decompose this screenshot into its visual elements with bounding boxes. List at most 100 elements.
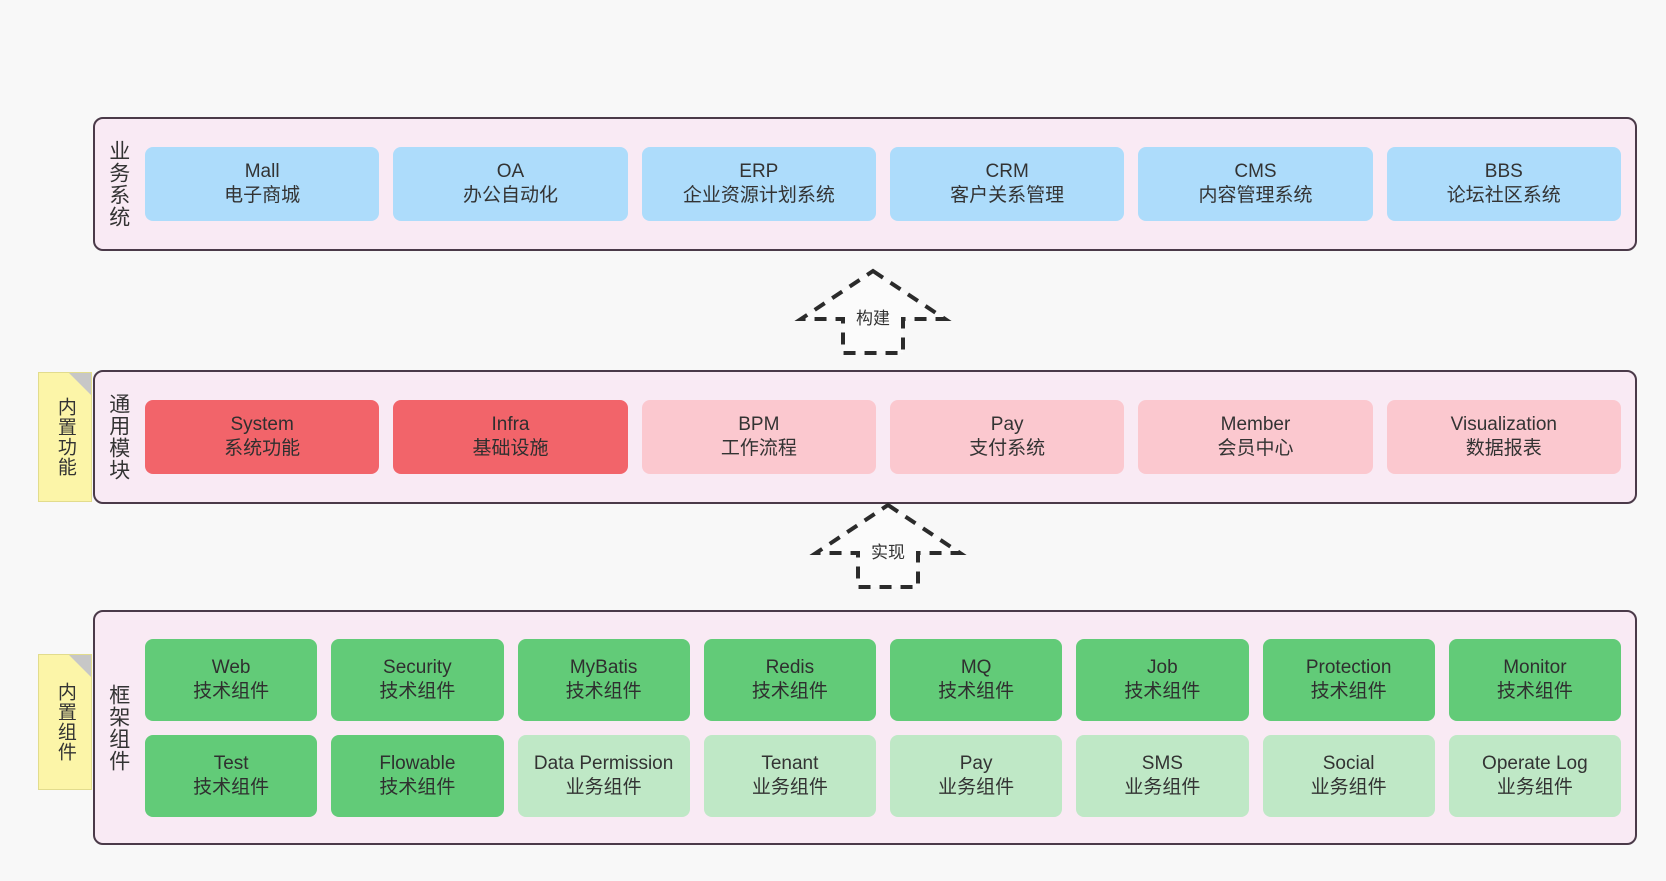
- card-subtitle: 工作流程: [720, 438, 797, 459]
- card-title: SMS: [1141, 752, 1183, 774]
- card-title: Protection: [1305, 656, 1392, 678]
- card-subtitle: 技术组件: [1496, 680, 1573, 702]
- card-title: OA: [496, 161, 525, 183]
- card-subtitle: 技术组件: [193, 776, 270, 798]
- card-subtitle: 技术组件: [379, 776, 456, 798]
- card-title: Security: [383, 656, 452, 678]
- card-subtitle: 支付系统: [969, 438, 1046, 459]
- card-title: Monitor: [1503, 656, 1567, 678]
- card-title: Visualization: [1450, 414, 1557, 436]
- build-arrow-label: 构建: [856, 309, 890, 328]
- card-subtitle: 业务组件: [938, 776, 1015, 798]
- card-title: BPM: [738, 414, 780, 436]
- card-subtitle: 基础设施: [472, 438, 549, 459]
- card-title: ERP: [739, 161, 779, 183]
- card-title: Member: [1220, 414, 1291, 436]
- card-title: Redis: [765, 656, 815, 678]
- card-subtitle: 技术组件: [1310, 680, 1387, 702]
- card-subtitle: 会员中心: [1217, 438, 1294, 459]
- card-title: MQ: [960, 656, 992, 678]
- card-title: Test: [213, 752, 249, 774]
- card-subtitle: 业务组件: [1496, 776, 1573, 798]
- build-arrow: 构建: [794, 267, 952, 357]
- card-title: Operate Log: [1482, 752, 1588, 774]
- card-title: CMS: [1234, 161, 1277, 183]
- implement-arrow: 实现: [809, 501, 967, 591]
- card-subtitle: 业务组件: [1124, 776, 1201, 798]
- card-subtitle: 客户关系管理: [950, 185, 1065, 206]
- card-title: Pay: [959, 752, 993, 774]
- card-subtitle: 数据报表: [1465, 438, 1542, 459]
- build-arrow-shape: [794, 268, 952, 355]
- card-title: Social: [1322, 752, 1375, 774]
- layer-title-business-system: 业务系统: [106, 140, 130, 228]
- card-title: Mall: [244, 161, 280, 183]
- card-subtitle: 论坛社区系统: [1446, 185, 1561, 206]
- card-title: Infra: [491, 414, 530, 436]
- card-subtitle: 系统功能: [224, 438, 301, 459]
- layer-title-common-module: 通用模块: [106, 393, 130, 481]
- card-title: System: [230, 414, 294, 436]
- builtin-components-note: 内置组件: [38, 654, 92, 790]
- card-subtitle: 技术组件: [193, 680, 270, 702]
- card-title: CRM: [985, 161, 1029, 183]
- card-subtitle: 业务组件: [751, 776, 828, 798]
- card-title: Job: [1147, 656, 1178, 678]
- implement-arrow-shape: [809, 502, 967, 589]
- card-subtitle: 办公自动化: [462, 185, 558, 206]
- layer-title-framework-component: 框架组件: [106, 683, 130, 772]
- card-subtitle: 业务组件: [565, 776, 642, 798]
- implement-arrow-label: 实现: [871, 543, 905, 562]
- card-subtitle: 技术组件: [379, 680, 456, 702]
- card-title: Flowable: [379, 752, 456, 774]
- card-title: Tenant: [761, 752, 819, 774]
- card-subtitle: 业务组件: [1310, 776, 1387, 798]
- card-subtitle: 技术组件: [565, 680, 642, 702]
- card-title: MyBatis: [569, 656, 638, 678]
- card-subtitle: 技术组件: [938, 680, 1015, 702]
- card-title: Web: [211, 656, 251, 678]
- card-subtitle: 技术组件: [1124, 680, 1201, 702]
- card-subtitle: 电子商城: [224, 185, 301, 206]
- builtin-functions-note: 内置功能: [38, 372, 92, 502]
